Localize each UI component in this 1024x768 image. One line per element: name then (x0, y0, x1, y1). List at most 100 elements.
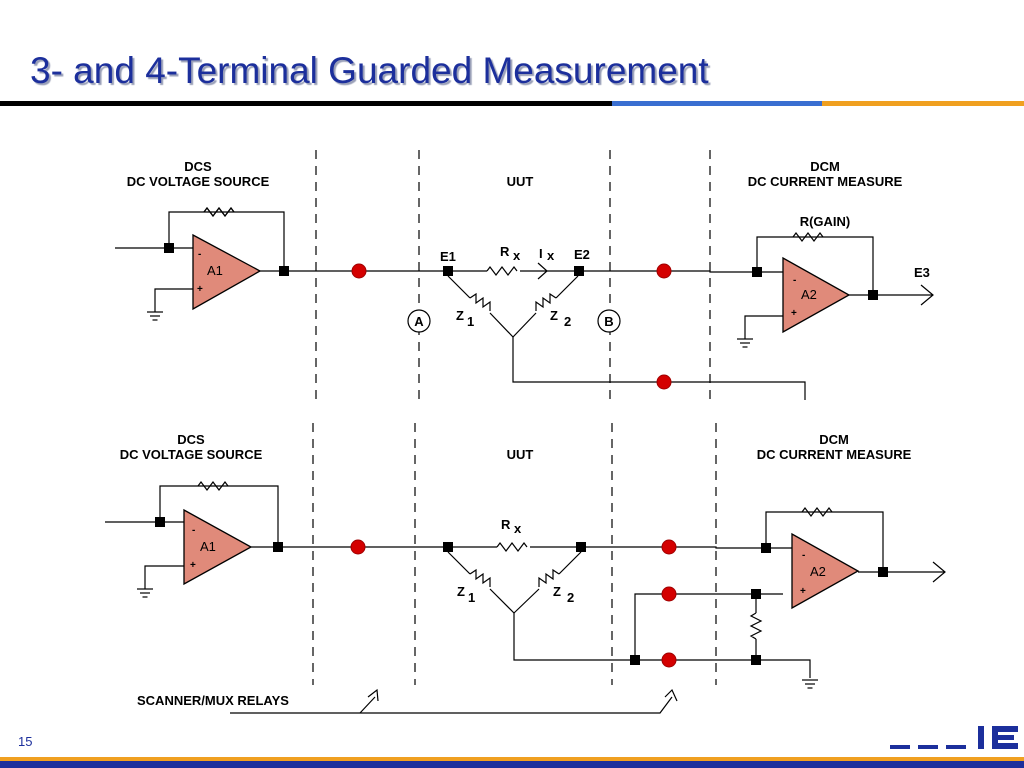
z1-wire (489, 588, 515, 614)
a1-label: A1 (200, 539, 216, 554)
resistor-z2 (538, 568, 560, 587)
resistor-z2 (535, 292, 557, 311)
uut-terminal (576, 542, 586, 552)
dcm-subtitle: DC CURRENT MEASURE (748, 174, 903, 189)
relay-contact (661, 586, 677, 602)
a1-ground-wire (144, 565, 184, 589)
relay-contact (656, 374, 672, 390)
node-b (597, 309, 621, 333)
e3-label: E3 (914, 265, 930, 280)
uut-title: UUT (507, 174, 534, 189)
feedback-resistor (197, 481, 229, 491)
ground-icon (146, 311, 164, 321)
a2-minus: - (793, 275, 796, 286)
measure-wire (584, 270, 783, 273)
amplifier-a2 (782, 256, 851, 334)
a2-feedback-wire (765, 511, 884, 571)
junction-node (751, 655, 761, 665)
three-terminal-diagram: DCS DC VOLTAGE SOURCE UUT DCM DC CURRENT… (115, 150, 934, 400)
relay-contact (351, 263, 367, 279)
scanner-pointer-line (359, 696, 376, 714)
resistor-z1 (469, 568, 491, 587)
relay-contact (656, 263, 672, 279)
a1-minus: - (198, 249, 201, 260)
dcs-title: DCS (184, 159, 212, 174)
z2-wire (513, 588, 540, 614)
junction-node (868, 290, 878, 300)
z2-label: Z (553, 584, 561, 599)
a1-plus: + (190, 560, 196, 571)
ix-label: I (539, 246, 543, 261)
z2-wire (512, 312, 537, 338)
amplifier-a1 (183, 508, 253, 586)
a2-label: A2 (810, 564, 826, 579)
feedback-resistor (203, 207, 235, 217)
guard-wire (512, 337, 806, 400)
rx-sub: x (514, 521, 522, 536)
arrow-icon (367, 688, 379, 702)
z2-wire (555, 275, 579, 299)
terminal-e1 (443, 266, 453, 276)
sense-wire (634, 593, 783, 660)
resistor-z1 (469, 292, 491, 311)
feedback-resistor (801, 507, 833, 517)
rx-label: R (501, 517, 511, 532)
title-rule-black (0, 101, 612, 106)
footer-rule-blue (0, 761, 1024, 768)
z1-wire (489, 312, 514, 338)
node-a-label: A (414, 314, 424, 329)
z1-label: Z (457, 584, 465, 599)
bias-resistor (749, 612, 763, 640)
z2-wire (558, 551, 582, 575)
a1-feedback-wire (159, 485, 279, 547)
a2-feedback-wire (756, 236, 874, 295)
dcm-title: DCM (819, 432, 849, 447)
ground-icon (136, 588, 154, 598)
a2-minus: - (802, 550, 805, 561)
rgain-label: R(GAIN) (800, 214, 851, 229)
junction-node (878, 567, 888, 577)
junction-node (751, 589, 761, 599)
a2-plus: + (800, 586, 806, 597)
rx-sub: x (513, 248, 521, 263)
junction-node (155, 517, 165, 527)
rx-label: R (500, 244, 510, 259)
measure-wire (586, 546, 792, 549)
z2-label: Z (550, 308, 558, 323)
four-terminal-diagram: DCS DC VOLTAGE SOURCE UUT DCM DC CURRENT… (105, 423, 946, 714)
ground-icon (801, 679, 819, 689)
a2-ground-wire (744, 315, 783, 339)
junction-node (279, 266, 289, 276)
z1-sub: 1 (468, 590, 475, 605)
junction-node (164, 243, 174, 253)
e1-label: E1 (440, 249, 456, 264)
a2-plus: + (791, 308, 797, 319)
z1-wire (447, 551, 471, 575)
a1-ground-wire (154, 288, 193, 312)
scanner-pointer-line (230, 696, 673, 714)
z2-sub: 2 (564, 314, 571, 329)
page-number: 15 (18, 734, 33, 749)
arrow-icon (920, 284, 934, 306)
company-logo (890, 726, 1018, 749)
node-a (407, 309, 431, 333)
relay-contact (661, 652, 677, 668)
a1-label: A1 (207, 263, 223, 278)
z1-wire (447, 275, 471, 299)
a1-minus: - (192, 525, 195, 536)
slide-title: 3- and 4-Terminal Guarded Measurement (30, 50, 709, 91)
terminal-e2 (574, 266, 584, 276)
a1-feedback-wire (168, 211, 285, 271)
current-arrow-icon (537, 262, 548, 280)
z2-sub: 2 (567, 590, 574, 605)
node-b-label: B (604, 314, 613, 329)
relay-contact (661, 539, 677, 555)
dcs-subtitle: DC VOLTAGE SOURCE (127, 174, 270, 189)
ix-sub: x (547, 248, 555, 263)
uut-title: UUT (507, 447, 534, 462)
z1-label: Z (456, 308, 464, 323)
amplifier-a2 (791, 532, 860, 610)
footer-rule-orange (0, 757, 1024, 761)
amplifier-a1 (192, 233, 262, 311)
